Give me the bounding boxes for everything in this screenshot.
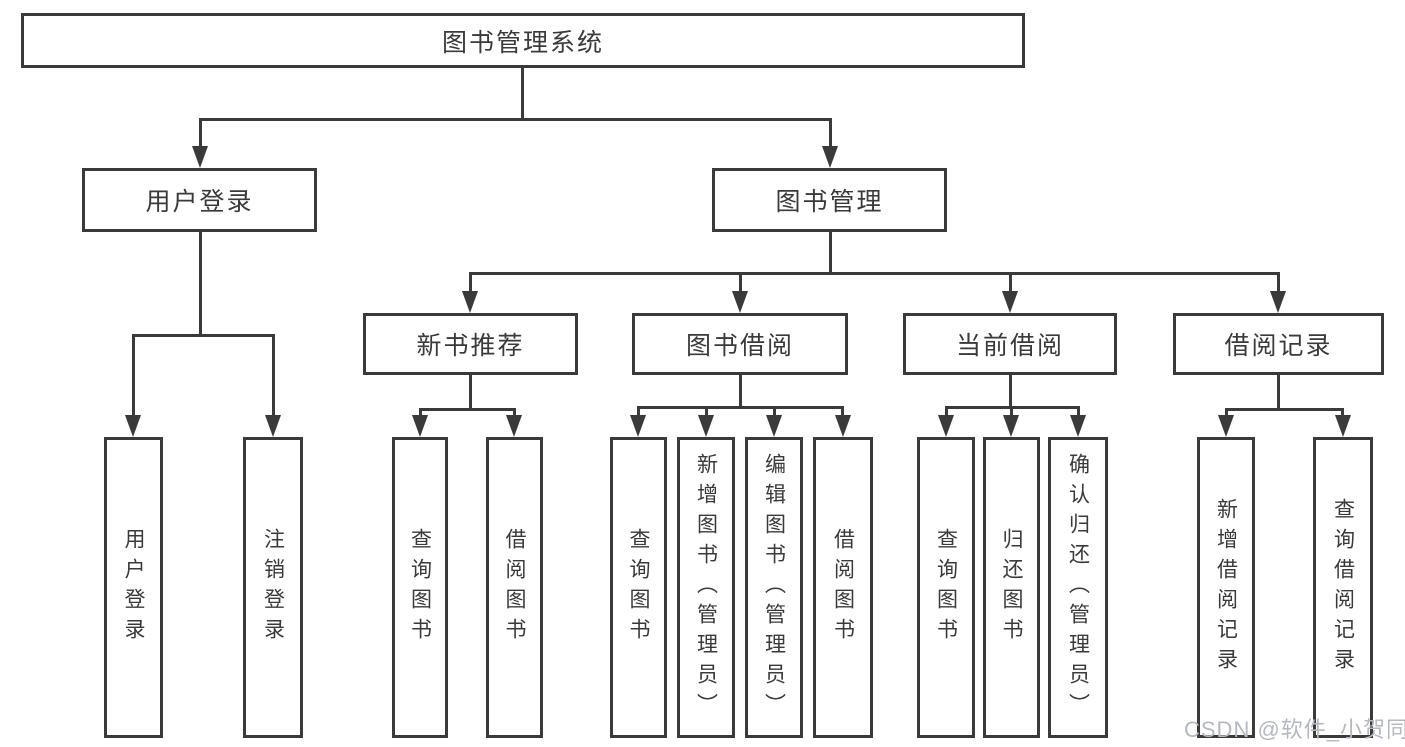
arrow-down-icon — [462, 291, 478, 313]
arrow-down-icon — [698, 415, 714, 437]
arrow-down-icon — [506, 415, 522, 437]
node-library-system: 图书管理系统 — [21, 13, 1025, 68]
arrow-down-icon — [1003, 415, 1019, 437]
leaf-query-books: 查询图书 — [392, 437, 448, 738]
connector-line — [773, 406, 776, 418]
connector-line — [1341, 408, 1344, 420]
arrow-down-icon — [1335, 415, 1351, 437]
leaf-label: 新增借阅记录 — [1214, 497, 1238, 678]
connector-line — [945, 406, 948, 418]
leaf-add-books-admin: 新增图书（管理员） — [677, 437, 735, 738]
connector-line — [739, 375, 742, 407]
arrow-down-icon — [822, 146, 838, 168]
connector-line — [199, 232, 202, 336]
arrow-down-icon — [1070, 415, 1086, 437]
node-borrow-records: 借阅记录 — [1173, 313, 1384, 375]
connector-line — [829, 118, 832, 150]
leaf-edit-books-admin: 编辑图书（管理员） — [745, 437, 803, 738]
leaf-label: 借阅图书 — [503, 527, 526, 648]
arrow-down-icon — [835, 415, 851, 437]
arrow-down-icon — [265, 415, 281, 437]
connector-line — [1010, 406, 1013, 418]
connector-line — [199, 118, 202, 150]
connector-line — [521, 68, 524, 120]
leaf-add-borrow-record: 新增借阅记录 — [1197, 437, 1255, 738]
connector-line — [739, 272, 742, 294]
csdn-watermark: CSDN @软件_小贺同学 — [1184, 717, 1405, 742]
leaf-label: 新增图书（管理员） — [694, 452, 718, 723]
connector-line — [637, 406, 844, 409]
node-book-management: 图书管理 — [712, 168, 947, 232]
arrow-down-icon — [630, 415, 646, 437]
leaf-label: 编辑图书（管理员） — [762, 452, 786, 723]
node-new-book-recommend: 新书推荐 — [363, 313, 578, 375]
node-user-login: 用户登录 — [82, 168, 317, 232]
leaf-label: 确认归还（管理员） — [1066, 452, 1090, 723]
arrow-down-icon — [125, 415, 141, 437]
connector-line — [637, 406, 640, 418]
arrow-down-icon — [938, 415, 954, 437]
arrow-down-icon — [412, 415, 428, 437]
connector-line — [841, 406, 844, 418]
connector-line — [469, 375, 472, 409]
leaf-return-books: 归还图书 — [983, 437, 1040, 738]
node-current-borrow: 当前借阅 — [903, 313, 1117, 375]
arrow-down-icon — [766, 415, 782, 437]
connector-line — [1225, 408, 1344, 411]
leaf-query-books: 查询图书 — [917, 437, 975, 738]
connector-line — [272, 334, 275, 418]
connector-line — [469, 272, 472, 294]
connector-line — [829, 232, 832, 273]
connector-line — [419, 408, 422, 420]
leaf-query-books: 查询图书 — [610, 437, 667, 738]
arrow-down-icon — [732, 291, 748, 313]
connector-line — [1009, 375, 1012, 407]
connector-line — [1009, 272, 1012, 294]
connector-line — [1225, 408, 1228, 420]
connector-line — [469, 272, 1279, 275]
leaf-confirm-return-admin: 确认归还（管理员） — [1048, 437, 1108, 738]
connector-line — [132, 334, 135, 418]
leaf-label: 查询图书 — [934, 527, 958, 648]
connector-line — [419, 408, 516, 411]
connector-line — [705, 406, 708, 418]
connector-line — [1077, 406, 1080, 418]
leaf-label: 用户登录 — [122, 527, 145, 648]
connector-line — [1277, 375, 1280, 409]
arrow-down-icon — [1002, 291, 1018, 313]
connector-line — [199, 118, 831, 121]
leaf-borrow-books: 借阅图书 — [813, 437, 873, 738]
connector-line — [132, 334, 274, 337]
arrow-down-icon — [1270, 291, 1286, 313]
leaf-user-login: 用户登录 — [104, 437, 163, 738]
leaf-label: 查询借阅记录 — [1331, 497, 1355, 678]
leaf-label: 查询图书 — [627, 527, 650, 648]
leaf-query-borrow-record: 查询借阅记录 — [1313, 437, 1373, 738]
arrow-down-icon — [1218, 415, 1234, 437]
arrow-down-icon — [192, 146, 208, 168]
leaf-label: 查询图书 — [408, 527, 432, 648]
connector-line — [513, 408, 516, 420]
leaf-logout: 注销登录 — [243, 437, 303, 738]
leaf-label: 归还图书 — [1000, 527, 1023, 648]
leaf-label: 注销登录 — [261, 527, 285, 648]
leaf-label: 借阅图书 — [831, 527, 855, 648]
node-book-borrow: 图书借阅 — [632, 313, 848, 375]
connector-line — [1277, 272, 1280, 294]
leaf-borrow-books: 借阅图书 — [486, 437, 543, 738]
